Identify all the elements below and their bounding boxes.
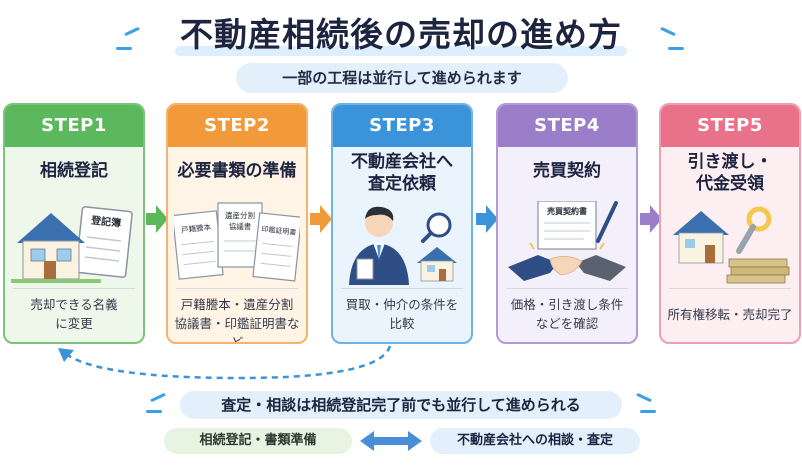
page-title: 不動産相続後の売却の進め方 [180,15,622,54]
double-arrow-icon [360,431,422,451]
step-title: 必要書類の準備 [168,160,306,182]
desc-line: に変更 [55,316,93,331]
step-title-line: 売買契約 [533,161,601,181]
arrow-right-icon [146,205,168,233]
house-registry-illustration: 登記簿 [11,206,133,283]
title-decoration [116,47,132,50]
step-description: 価格・引き渡し条件 などを確認 [500,295,634,333]
parallel-pill-right: 不動産会社への相談・査定 [430,428,640,454]
desc-line: 戸籍謄本・遺産分割 [180,297,294,312]
card-divider [13,288,135,289]
step-label: STEP4 [498,105,636,147]
step-label: STEP5 [661,105,799,147]
step-title-line: 引き渡し・ [687,152,773,172]
handshake-contract-illustration: 売買契約書 [508,201,626,281]
step-card-5: STEP5 引き渡し・ 代金受領 所有権移転・売却完了 [659,103,801,344]
note-decoration [146,410,162,413]
step-title: 引き渡し・ 代金受領 [661,151,799,195]
parallel-pill-left: 相続登記・書類準備 [164,428,352,454]
arrow-right-icon [310,205,332,233]
desc-line: 買取・仲介の条件を [345,297,459,312]
doc-label: 印鑑証明書 [261,224,297,237]
title-decoration [668,47,684,50]
arrow-right-icon [640,205,662,233]
parallel-note: 査定・相談は相続登記完了前でも並行して進められる [180,391,622,419]
doc-label: 遺産分割 [225,210,255,220]
card-divider [669,288,791,289]
step-title-line: 相続登記 [40,161,108,181]
step-description: 買取・仲介の条件を 比較 [335,295,469,333]
doc-label: 協議書 [229,221,252,231]
step-card-3: STEP3 不動産会社へ 査定依頼 買取・仲介の条件を 比較 [331,103,473,344]
step-label: STEP1 [5,105,143,147]
step-description: 所有権移転・売却完了 [663,305,797,324]
documents-illustration: 戸籍謄本 遺産分割 協議書 印鑑証明書 [174,202,300,282]
note-decoration [640,410,656,413]
step-card-2: STEP2 必要書類の準備 戸籍謄本 遺産分割 協議書 印鑑証明書 戸籍謄本・遺… [166,103,308,344]
registry-label: 登記簿 [90,213,122,229]
step-title-line: 不動産会社へ [351,152,453,172]
card-divider [341,288,463,289]
step-label: STEP3 [333,105,471,147]
step-description: 戸籍謄本・遺産分割 協議書・印鑑証明書など [170,295,304,344]
desc-line: 協議書・印鑑証明書など [174,316,300,344]
desc-line: 比較 [389,316,415,331]
card-divider [176,288,298,289]
step-label: STEP2 [168,105,306,147]
step-title: 相続登記 [5,160,143,182]
contract-label: 売買契約書 [547,206,587,216]
step-title-line: 査定依頼 [368,174,436,194]
arrow-right-icon [476,205,498,233]
subtitle: 一部の工程は並行して進められます [236,63,568,93]
step-title-line: 必要書類の準備 [177,161,297,181]
card-divider [506,288,628,289]
desc-line: 所有権移転・売却完了 [667,307,793,322]
desc-line: 売却できる名義 [30,297,118,312]
step-description: 売却できる名義 に変更 [7,295,141,333]
dashed-return-arrow [58,345,392,380]
house-key-money-illustration [673,206,790,284]
desc-line: 価格・引き渡し条件 [510,297,624,312]
note-decoration [636,392,652,403]
desc-line: などを確認 [535,316,599,331]
step-card-4: STEP4 売買契約 売買契約書 価格・引き渡し条件 などを確認 [496,103,638,344]
step-card-1: STEP1 相続登記 登記簿 売却できる名義 に変更 [3,103,145,344]
agent-illustration [349,206,457,285]
note-decoration [150,392,166,403]
step-title: 売買契約 [498,160,636,182]
step-title: 不動産会社へ 査定依頼 [333,151,471,195]
step-title-line: 代金受領 [696,174,764,194]
doc-label: 戸籍謄本 [181,222,212,235]
